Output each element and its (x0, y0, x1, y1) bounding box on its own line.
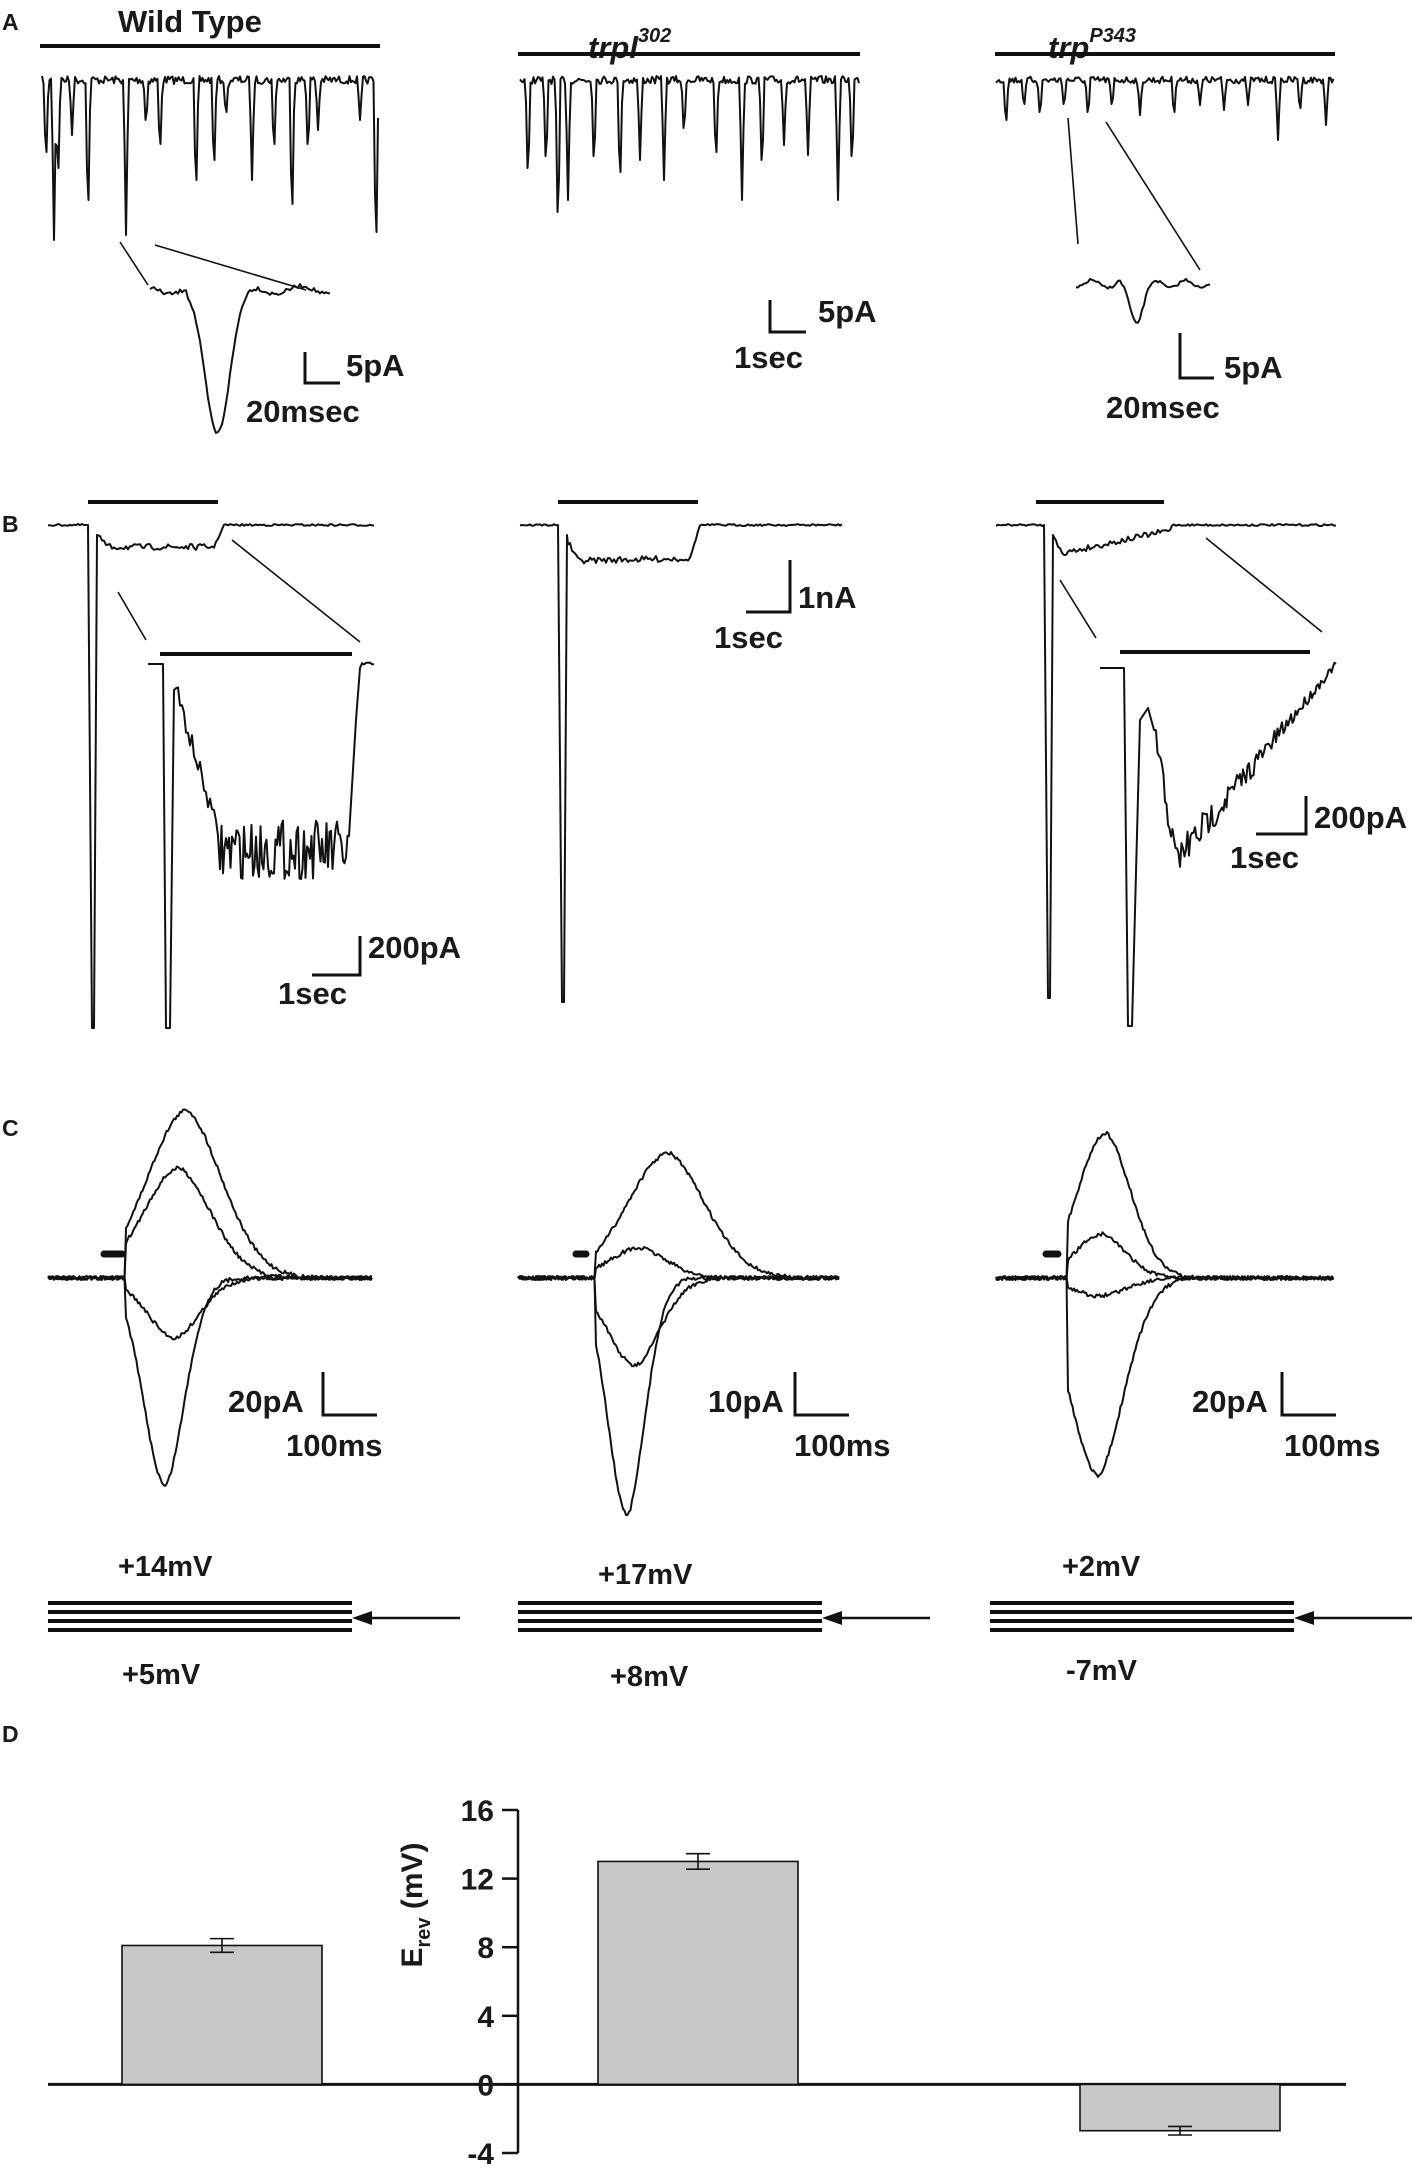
c-trp-scalebar (1280, 1372, 1336, 1417)
a-trpl-title: trpl302 (588, 25, 671, 65)
d-y-axis-label: Erev (mV) (396, 1842, 435, 1967)
b-wt-zoom-line-left (117, 591, 147, 641)
b-trp-lic-inset-trace (1100, 661, 1337, 1027)
c-trp-scale-y: 20pA (1192, 1384, 1268, 1419)
d-y-tick-label: 8 (477, 1932, 494, 1965)
c-trpl-step-lines (518, 1601, 822, 1632)
a-trp-scale-y: 5pA (1224, 350, 1283, 385)
b-trp-zoom-line-right (1205, 537, 1323, 633)
c-trpl-scalebar (793, 1372, 849, 1417)
c-current-trace-2 (517, 1246, 840, 1281)
b-trp-scale-x: 1sec (1230, 840, 1299, 875)
b-wt-lic-trace (47, 523, 375, 1029)
a-wt-scale-x: 20msec (246, 394, 360, 429)
a-trpl-scale-y: 5pA (818, 294, 877, 329)
a-trp-title: trpP343 (1048, 25, 1136, 65)
c-trp-arrow (1294, 1611, 1412, 1625)
d-bar-1 (121, 1944, 323, 2086)
a-wt-zoom-line-right (154, 244, 307, 291)
b-wt-scale-y: 200pA (368, 930, 461, 965)
c-wt-voltage-step-traces (47, 1108, 373, 1487)
c-trpl-arrow (822, 1611, 930, 1625)
c-current-trace-3 (517, 1275, 840, 1368)
d-y-tick-label: 16 (461, 1795, 494, 1828)
c-wt-scale-x: 100ms (286, 1428, 383, 1463)
a-trp-zoom-line-left (1067, 117, 1079, 245)
b-wt-scalebar (312, 936, 362, 977)
panel-c-label: C (2, 1115, 19, 1141)
c-trp-voltage-bottom: -7mV (1066, 1655, 1138, 1687)
c-trpl-voltage-step-traces (517, 1151, 840, 1517)
b-trpl-scale-x: 1sec (714, 620, 783, 655)
d-y-tick-label: 12 (461, 1864, 494, 1897)
c-trp-voltage-step-traces (995, 1130, 1335, 1478)
c-trpl-scale-x: 100ms (794, 1428, 891, 1463)
a-trp-scalebar (1178, 333, 1214, 380)
c-trpl-scale-y: 10pA (708, 1384, 784, 1419)
b-trp-scale-y: 200pA (1314, 800, 1407, 835)
a-wt-scalebar (303, 352, 340, 385)
c-trpl-voltage-top: +17mV (598, 1559, 693, 1591)
c-current-trace-3 (47, 1275, 373, 1341)
c-current-trace-4 (517, 1275, 840, 1517)
c-wt-scale-y: 20pA (228, 1384, 304, 1419)
b-wt-lic-inset-trace (148, 661, 375, 1029)
b-trp-scalebar (1256, 796, 1308, 836)
c-wt-voltage-bottom: +5mV (122, 1659, 201, 1691)
c-wt-scalebar (321, 1372, 377, 1417)
c-current-trace-4 (47, 1275, 373, 1487)
a-trp-bump-trace (995, 75, 1335, 141)
b-trpl-scale-y: 1nA (798, 580, 857, 615)
panel-b-label: B (2, 511, 19, 537)
c-trp-voltage-top: +2mV (1062, 1551, 1141, 1583)
a-trpl-bump-trace (519, 75, 860, 213)
a-wt-scale-y: 5pA (346, 348, 405, 383)
reversal-potential-bar-chart: 16 12 8 4 0 -4 Erev (mV) (48, 1795, 1346, 2169)
c-current-trace-1 (995, 1130, 1335, 1281)
a-trp-scale-x: 20msec (1106, 390, 1220, 425)
c-wt-step-lines (48, 1601, 352, 1632)
b-trp-zoom-line-left (1059, 579, 1097, 639)
a-trpl-scalebar (768, 300, 806, 334)
a-trp-bump-inset-trace (1076, 277, 1211, 324)
c-wt-arrow (352, 1611, 460, 1625)
c-trp-scale-x: 100ms (1284, 1428, 1381, 1463)
c-current-trace-1 (517, 1151, 840, 1281)
a-wt-zoom-line-left (119, 241, 149, 286)
b-wt-zoom-line-right (231, 539, 361, 643)
a-wt-bump-trace (41, 75, 379, 241)
c-current-trace-1 (47, 1108, 373, 1281)
a-trpl-scale-x: 1sec (734, 340, 803, 375)
c-trp-step-lines (990, 1601, 1294, 1632)
a-wt-bump-inset-trace (149, 283, 331, 434)
c-trpl-voltage-bottom: +8mV (610, 1661, 689, 1693)
a-wt-title: Wild Type (118, 4, 262, 39)
a-trp-zoom-line-right (1105, 121, 1201, 271)
b-trp-lic-trace (995, 523, 1337, 999)
b-trpl-scalebar (746, 560, 792, 614)
b-wt-scale-x: 1sec (278, 976, 347, 1011)
b-trpl-lic-trace (519, 523, 843, 1003)
c-wt-voltage-top: +14mV (118, 1551, 213, 1583)
panel-a-label: A (2, 9, 19, 35)
d-y-tick-label: 0 (477, 2069, 494, 2102)
c-current-trace-4 (995, 1275, 1335, 1478)
c-current-trace-2 (47, 1165, 373, 1281)
panel-d-label: D (2, 1721, 19, 1747)
d-y-tick-label: 4 (477, 2001, 494, 2034)
d-bar-3 (1079, 2083, 1281, 2132)
d-y-tick-label: -4 (467, 2138, 494, 2169)
d-bar-2 (597, 1860, 799, 2086)
